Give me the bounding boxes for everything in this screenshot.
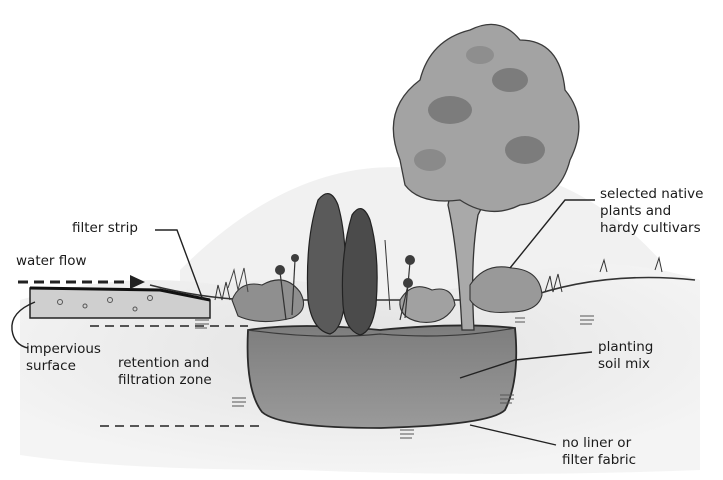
label-no-liner: no liner or filter fabric [562, 435, 636, 469]
label-planting-soil: planting soil mix [598, 339, 653, 373]
label-filter-strip: filter strip [72, 220, 138, 237]
basin [248, 325, 517, 428]
label-native-plants: selected native plants and hardy cultiva… [600, 186, 703, 237]
label-impervious-surface: impervious surface [26, 341, 101, 375]
label-water-flow: water flow [16, 253, 87, 270]
tree-canopy [393, 24, 579, 211]
label-retention-zone: retention and filtration zone [118, 355, 212, 389]
